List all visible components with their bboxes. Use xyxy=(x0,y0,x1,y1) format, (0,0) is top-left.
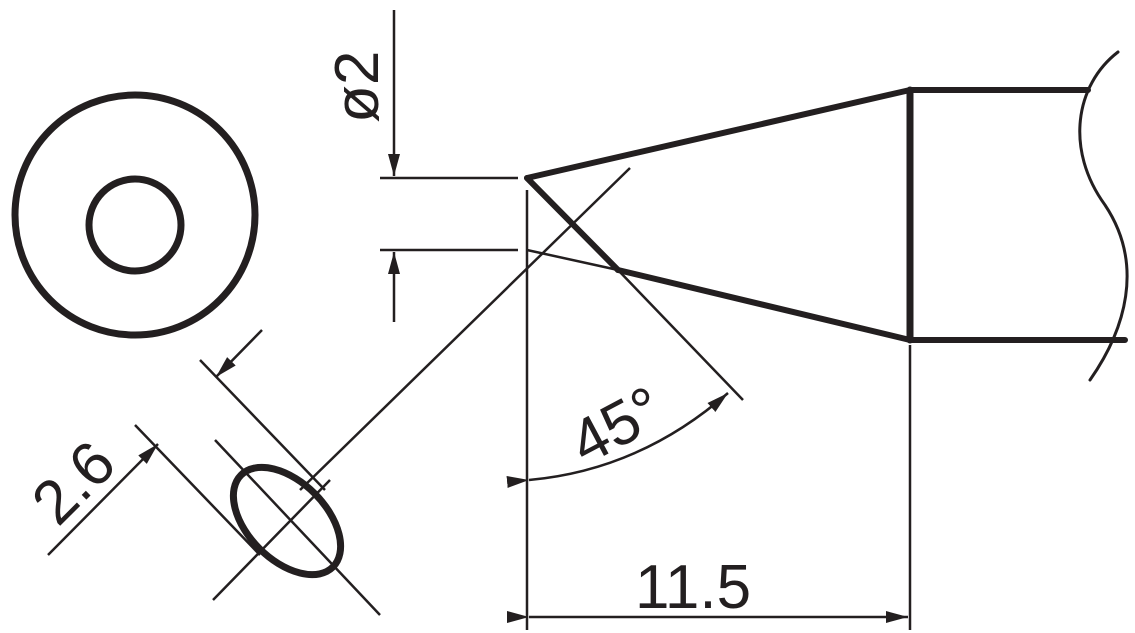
angle-arc xyxy=(506,392,729,488)
bevel-face-view xyxy=(47,167,631,616)
end-view-inner-circle xyxy=(85,175,185,275)
bevel-axis-line-a xyxy=(214,439,381,616)
tip-break-line xyxy=(1078,50,1129,382)
width-dimension-line xyxy=(47,443,159,556)
angle-extension-line xyxy=(617,269,744,401)
width-label: 2.6 xyxy=(19,428,129,538)
width-extension-upper xyxy=(199,359,326,491)
width-arrow-upper xyxy=(215,329,263,378)
tip-upper-edge xyxy=(524,87,1091,181)
diameter-label: ø2 xyxy=(323,51,392,123)
angle-dimension xyxy=(506,269,744,488)
bevel-axis-line-b xyxy=(212,479,331,601)
end-view xyxy=(11,91,259,339)
angle-label: 45° xyxy=(559,373,674,478)
bevel-face-ellipse xyxy=(229,463,345,579)
tip-lower-edge xyxy=(615,267,1128,343)
bevel-projection-line xyxy=(299,167,631,491)
width-extension-lower xyxy=(134,424,261,556)
end-view-outer-circle xyxy=(11,91,259,339)
length-label: 11.5 xyxy=(635,553,751,622)
tip-side-view xyxy=(524,50,1129,382)
